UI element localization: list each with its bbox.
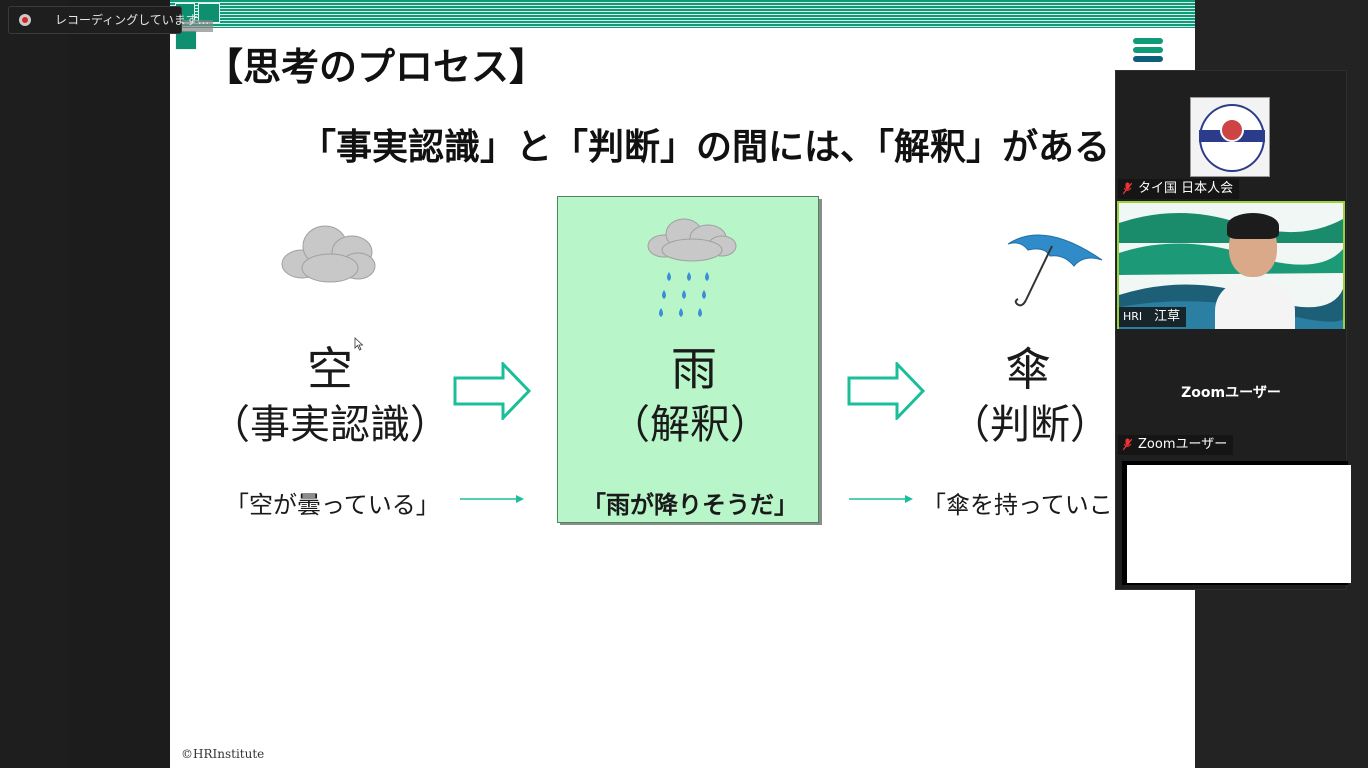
- label-fact-recognition: （事実認識）: [210, 402, 450, 448]
- participant-display-name: Zoomユーザー: [1181, 385, 1281, 401]
- kanji-rain: 雨: [671, 342, 717, 396]
- small-arrow-icon: [849, 495, 913, 503]
- record-icon: [19, 14, 31, 26]
- cloud-icon: [281, 225, 376, 283]
- slide-title: 【思考のプロセス】: [205, 45, 548, 89]
- label-judgment: （判断）: [950, 402, 1110, 448]
- participant-tile[interactable]: タイ国 日本人会: [1116, 71, 1346, 201]
- slide-header-stripes: [170, 0, 1195, 28]
- blank-video: [1127, 465, 1351, 583]
- presentation-slide: 【思考のプロセス】 「事実認識」と「判断」の間には、「解釈」がある 空 （事実認…: [170, 0, 1195, 768]
- active-speaker-video[interactable]: HRI 江草: [1117, 201, 1345, 331]
- muted-mic-icon: [1123, 438, 1132, 451]
- slide-subtitle: 「事実認識」と「判断」の間には、「解釈」がある: [300, 127, 1111, 168]
- arrow-right-icon: [453, 362, 532, 420]
- organization-emblem: [1190, 97, 1270, 177]
- recording-label: レコーディングしています...: [55, 13, 210, 27]
- arrow-right-icon: [847, 362, 926, 420]
- participant-tag: HRI: [1123, 310, 1143, 323]
- kanji-sky: 空: [307, 342, 353, 396]
- mouse-cursor-icon: [354, 337, 364, 351]
- participant-tile[interactable]: Zoomユーザー Zoomユーザー: [1116, 329, 1346, 461]
- quote-sky: 「空が曇っている」: [225, 491, 440, 519]
- small-arrow-icon: [460, 495, 524, 503]
- participant-name-badge: タイ国 日本人会: [1118, 179, 1240, 199]
- left-background: [0, 0, 68, 768]
- participant-name-badge: HRI 江草: [1119, 307, 1187, 327]
- kanji-umbrella: 傘: [1005, 342, 1051, 396]
- hri-logo: [1133, 36, 1163, 66]
- umbrella-icon: [1007, 234, 1103, 307]
- interpretation-box: [557, 196, 819, 523]
- participant-name: Zoomユーザー: [1138, 437, 1228, 452]
- participant-name: タイ国 日本人会: [1138, 181, 1234, 196]
- muted-mic-icon: [1123, 182, 1132, 195]
- decor-bar: [175, 20, 213, 32]
- recording-indicator[interactable]: レコーディングしています...: [8, 6, 209, 34]
- rain-cloud-icon: [647, 218, 737, 317]
- copyright: ©HRInstitute: [181, 747, 265, 761]
- participant-name: 江草: [1154, 309, 1181, 324]
- quote-rain: 「雨が降りそうだ」: [582, 491, 798, 519]
- participant-name-badge: Zoomユーザー: [1118, 435, 1234, 455]
- participant-tile[interactable]: [1122, 461, 1351, 585]
- speaker-avatar: [1215, 209, 1295, 329]
- label-interpretation: （解釈）: [610, 402, 770, 448]
